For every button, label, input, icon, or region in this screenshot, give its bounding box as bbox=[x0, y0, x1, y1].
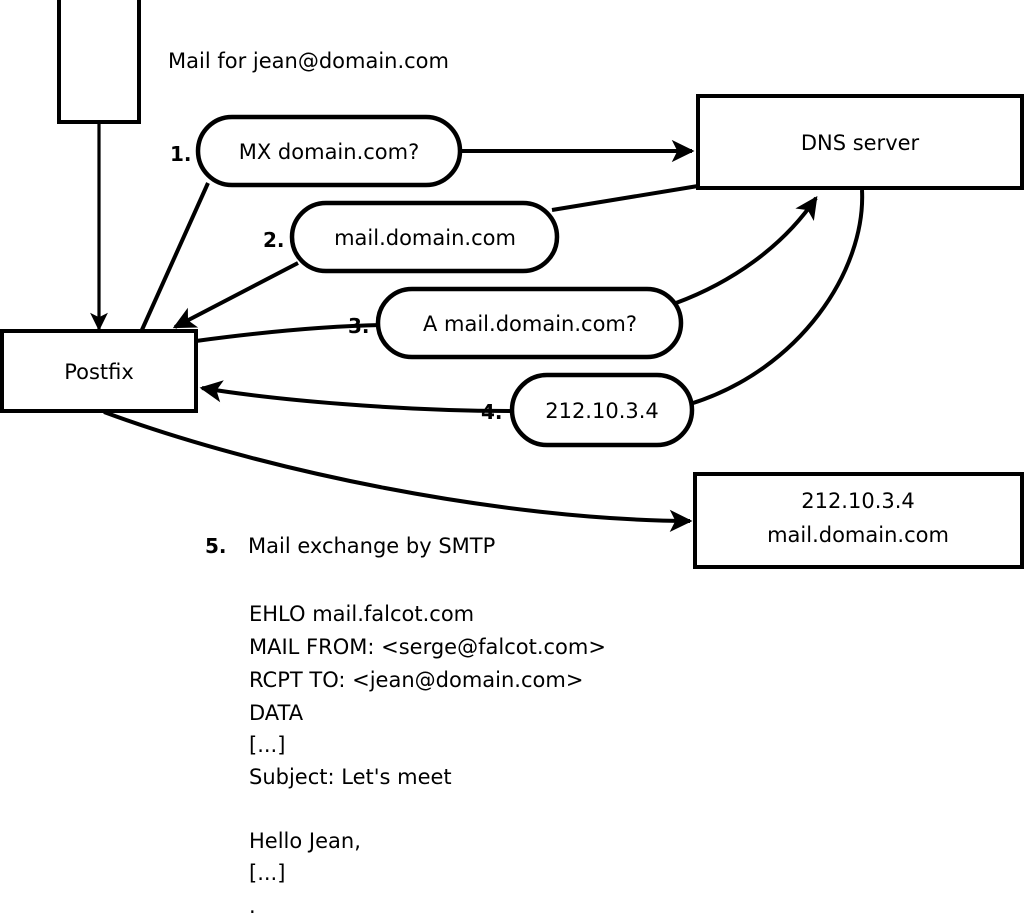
step-5-label: Mail exchange by SMTP bbox=[248, 534, 495, 558]
node-postfix-label: Postfix bbox=[64, 360, 134, 384]
step-2-number: 2. bbox=[263, 228, 285, 252]
transcript-line-4: [...] bbox=[249, 733, 285, 757]
node-mail-source bbox=[57, 0, 141, 124]
transcript-line-2: RCPT TO: <jean@domain.com> bbox=[249, 668, 583, 692]
node-dns-server-label: DNS server bbox=[801, 131, 920, 155]
connector-postfix-to-bubble3 bbox=[195, 323, 385, 343]
connector-bubble3-to-dns bbox=[675, 195, 818, 305]
step-3-label: A mail.domain.com? bbox=[423, 312, 637, 336]
step-5-number: 5. bbox=[205, 534, 227, 558]
step-1-bubble: 1. MX domain.com? bbox=[170, 114, 463, 188]
connector-bubble4-to-postfix bbox=[199, 380, 514, 413]
connector-dns-to-bubble2 bbox=[551, 184, 699, 212]
node-postfix: Postfix bbox=[0, 329, 198, 413]
step-2-bubble: 2. mail.domain.com bbox=[263, 200, 560, 274]
transcript-line-7: Hello Jean, bbox=[249, 829, 361, 853]
connector-bubble2-to-postfix bbox=[172, 261, 299, 329]
step-3-number: 3. bbox=[348, 314, 370, 338]
step-4-bubble: 4. 212.10.3.4 bbox=[481, 372, 695, 448]
mail-for-note: Mail for jean@domain.com bbox=[168, 49, 449, 73]
transcript-line-5: Subject: Let's meet bbox=[249, 765, 452, 789]
node-mail-server: 212.10.3.4 mail.domain.com bbox=[693, 472, 1024, 569]
transcript-line-9: . bbox=[249, 894, 256, 918]
node-mail-server-hostname: mail.domain.com bbox=[767, 523, 949, 547]
connector-postfix-to-bubble1 bbox=[139, 182, 210, 333]
step-1-label: MX domain.com? bbox=[239, 140, 420, 164]
step-4-label: 212.10.3.4 bbox=[545, 399, 659, 423]
connector-dns-to-bubble4 bbox=[689, 189, 865, 406]
node-mail-server-ip: 212.10.3.4 bbox=[801, 489, 915, 513]
node-dns-server: DNS server bbox=[696, 94, 1024, 190]
step-1-number: 1. bbox=[170, 142, 192, 166]
transcript-line-1: MAIL FROM: <serge@falcot.com> bbox=[249, 635, 606, 659]
step-2-label: mail.domain.com bbox=[334, 226, 516, 250]
connector-postfix-to-mailserver bbox=[103, 410, 693, 533]
transcript-line-0: EHLO mail.falcot.com bbox=[249, 602, 474, 626]
transcript-line-3: DATA bbox=[249, 701, 304, 725]
step-4-number: 4. bbox=[481, 400, 503, 424]
transcript-line-8: [...] bbox=[249, 861, 285, 885]
step-3-bubble: 3. A mail.domain.com? bbox=[348, 286, 684, 360]
